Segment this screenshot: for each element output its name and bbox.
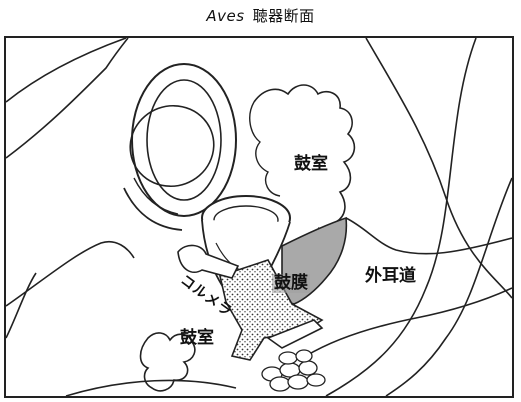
columella-extra — [266, 319, 324, 349]
label-tympanic-cavity-upper: 鼓室 — [294, 154, 328, 174]
figure-title-taxon: Aves — [206, 7, 245, 25]
label-tympanic-cavity-lower: 鼓室 — [180, 328, 214, 348]
left-lower-contour — [6, 240, 135, 307]
outer-contours — [6, 38, 512, 396]
semicircular-canals-icon — [123, 63, 237, 231]
figure-title: Aves 聴器断面 — [0, 5, 521, 26]
left-vertical-contour — [6, 272, 37, 339]
lower-cavity-outline — [139, 332, 196, 392]
canal-top-contour — [345, 217, 512, 255]
right-outer-contour — [325, 38, 477, 396]
top-right-contour — [365, 38, 512, 299]
left-outer-contour — [6, 38, 127, 103]
right-inner-contour — [385, 177, 512, 396]
cartilage-cluster-icon — [261, 349, 326, 392]
label-external-auditory-canal: 外耳道 — [365, 266, 416, 286]
upper-cavity-inner — [249, 101, 281, 197]
figure-title-text: 聴器断面 — [252, 7, 315, 25]
ear-section-drawing — [6, 38, 512, 396]
bottom-contour — [65, 379, 237, 396]
label-tympanic-membrane: 鼓膜 — [272, 273, 310, 293]
upper-cavity-outline — [253, 84, 356, 230]
columella-footplate — [177, 244, 240, 279]
canal-bottom-contour — [305, 287, 512, 357]
left-inner-contour — [6, 38, 129, 159]
diagram-frame: 鼓室 鼓膜 外耳道 コルメラ 鼓室 — [4, 36, 514, 398]
